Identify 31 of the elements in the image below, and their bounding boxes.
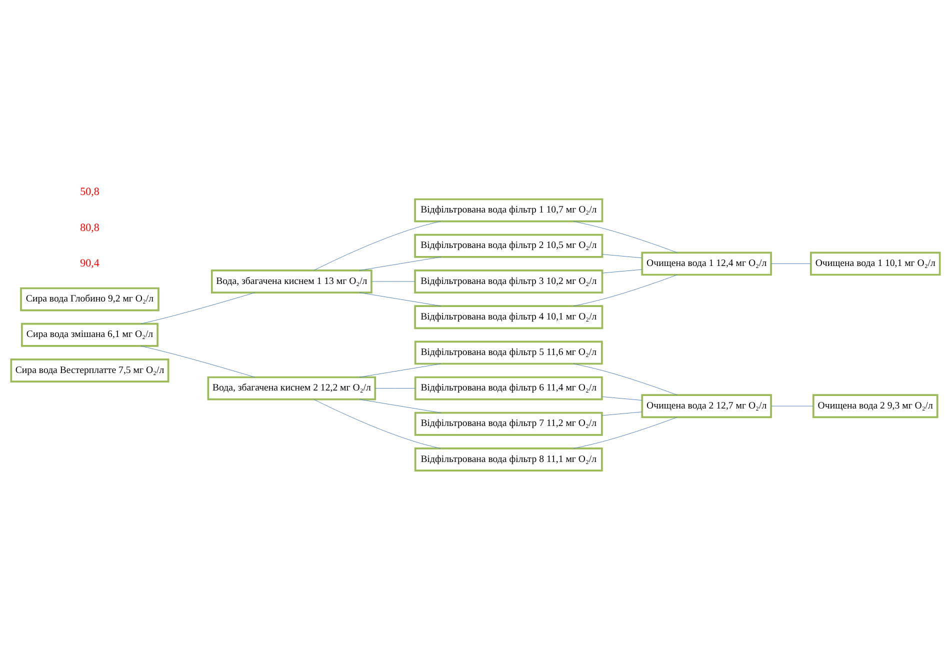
- node-box: Очищена вода 2 12,7 мг O₂/л: [641, 394, 772, 418]
- label: 50,8: [80, 186, 100, 198]
- connector: [602, 411, 642, 416]
- node-box: Сира вода Вестерплатте 7,5 мг O₂/л: [10, 358, 170, 382]
- connector: [359, 363, 442, 377]
- node-box: Відфільтрована вода фільтр 1 10,7 мг O₂/л: [414, 198, 604, 222]
- node-box: Сира вода Глобино 9,2 мг O₂/л: [20, 286, 160, 311]
- node-box: Відфільтрована вода фільтр 2 10,5 мг O₂/л: [414, 233, 604, 258]
- node-box: Вода, збагачена киснем 2 12,2 мг O₂/л: [207, 376, 376, 400]
- node-box: Сира вода змішана 6,1 мг O₂/л: [21, 322, 158, 346]
- node-box: Відфільтрована вода фільтр 4 10,1 мг O₂/л: [414, 304, 604, 329]
- node-box: Відфільтрована вода фільтр 5 11,6 мг O₂/л: [414, 340, 603, 364]
- connector: [771, 262, 811, 264]
- node-box: Вода, збагачена киснем 1 13 мг O₂/л: [210, 269, 372, 293]
- node-box: Очищена вода 2 9,3 мг O₂/л: [812, 394, 938, 418]
- node-box: Очищена вода 1 10,1 мг O₂/л: [810, 251, 941, 276]
- connector: [371, 280, 416, 282]
- connector: [359, 398, 442, 413]
- node-box: Відфільтрована вода фільтр 6 11,4 мг O₂/л: [414, 376, 603, 400]
- connector: [359, 256, 442, 270]
- node-box: Відфільтрована вода фільтр 3 10,2 мг O₂/л: [414, 269, 604, 293]
- connector: [359, 292, 442, 306]
- connector: [602, 268, 642, 273]
- connector: [602, 254, 642, 258]
- label: 90,4: [80, 256, 100, 269]
- node-box: Очищена вода 1 12,4 мг O₂/л: [641, 251, 772, 276]
- label: 80,8: [80, 221, 100, 234]
- connector: [602, 396, 642, 400]
- node-box: Відфільтрована вода фільтр 7 11,2 мг O₂/л: [414, 411, 603, 436]
- connector: [771, 405, 814, 406]
- node-box: Відфільтрована вода фільтр 8 11,1 мг O₂/л: [414, 447, 603, 471]
